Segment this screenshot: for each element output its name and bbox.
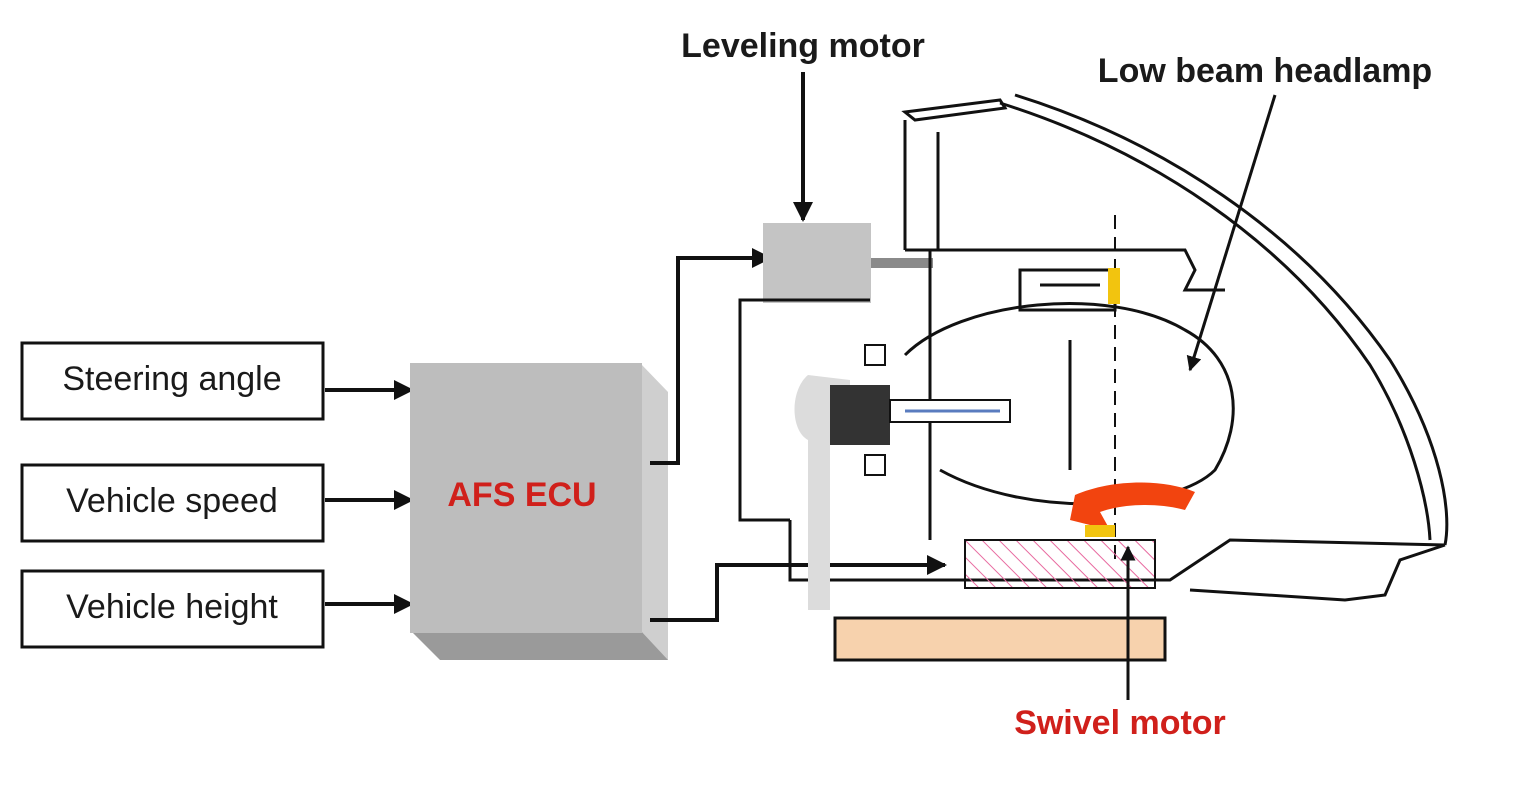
vehicle-height-label: Vehicle height [66, 588, 278, 626]
swivel-motor-label: Swivel motor [1014, 704, 1226, 742]
input-box-steering-angle: Steering angle [20, 341, 325, 421]
low-beam-headlamp-label: Low beam headlamp [1098, 52, 1432, 90]
ecu-to-leveling-line [650, 248, 772, 465]
input-box-vehicle-height: Vehicle height [20, 569, 325, 649]
ecu-label: AFS ECU [447, 476, 596, 514]
ecu-block: AFS ECU [410, 363, 668, 660]
headlamp-housing [738, 93, 1449, 602]
low-beam-headlamp-callout [1186, 94, 1277, 372]
leveling-motor [763, 223, 933, 303]
steering-angle-label: Steering angle [62, 360, 281, 398]
bulb [794, 344, 1011, 610]
vehicle-speed-label: Vehicle speed [66, 482, 278, 520]
swivel-rotation-arrow [1070, 482, 1195, 530]
input-box-vehicle-speed: Vehicle speed [20, 463, 325, 543]
leveling-motor-label: Leveling motor [681, 27, 925, 65]
ecu-to-swivel-line [650, 555, 947, 622]
base-plate [833, 616, 1167, 662]
